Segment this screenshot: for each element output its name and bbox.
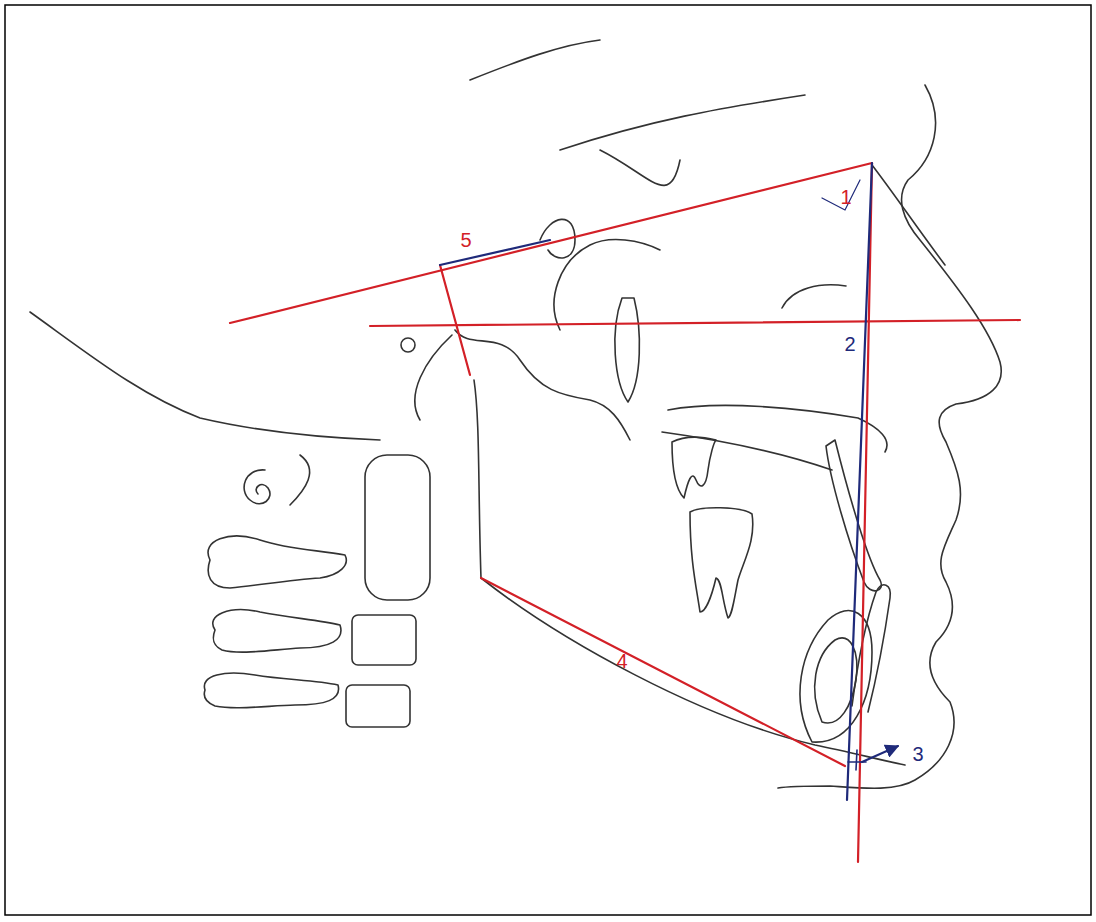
- callout-number: 1: [840, 187, 851, 207]
- pterygomaxillary-fissure: [615, 298, 640, 402]
- occipital-curve: [30, 312, 380, 440]
- atlas-spiral: [244, 470, 270, 504]
- spinous-process: [204, 673, 338, 708]
- mandible-lower-border: [481, 578, 905, 765]
- orbit-rim: [782, 285, 846, 308]
- spinous-process: [208, 536, 346, 588]
- frankfort-line: [370, 320, 1020, 326]
- ear-rod: [401, 338, 415, 352]
- callout-number: 4: [616, 651, 627, 671]
- n-pog-line: [858, 163, 872, 862]
- palatal-plane-bone: [668, 405, 887, 452]
- frontal-bone: [560, 95, 805, 150]
- spinous-process: [213, 610, 341, 652]
- lower-incisor: [852, 585, 890, 712]
- lower-molar: [690, 508, 753, 618]
- n-b-line: [847, 163, 872, 800]
- orbit-roof: [600, 150, 680, 185]
- callout-number: 5: [460, 230, 471, 250]
- angle-arc: [822, 180, 860, 210]
- sella-segment: [440, 240, 550, 265]
- distance-arrow: [862, 746, 898, 762]
- anterior-cranial-base: [554, 240, 660, 330]
- upper-incisor: [826, 440, 881, 591]
- mandibular-plane: [481, 578, 845, 766]
- callout-number: 3: [912, 744, 923, 764]
- tick-mark: [856, 750, 857, 770]
- condyle: [415, 335, 452, 420]
- ramus-tangent: [440, 265, 470, 375]
- measurement-lines: [230, 163, 1020, 862]
- cranial-vault: [470, 40, 600, 80]
- vertebra: [346, 685, 410, 727]
- callout-number: 2: [844, 334, 855, 354]
- cranial-base-lower: [455, 330, 630, 440]
- upper-molar: [672, 437, 716, 498]
- sn-line: [230, 163, 872, 323]
- soft-tissue-profile: [778, 85, 1001, 788]
- odontoid: [365, 455, 430, 600]
- ramus: [474, 380, 481, 578]
- frame: [5, 5, 1091, 915]
- atlas: [290, 455, 310, 505]
- vertebra: [352, 615, 416, 665]
- skull-outline: [30, 40, 1001, 788]
